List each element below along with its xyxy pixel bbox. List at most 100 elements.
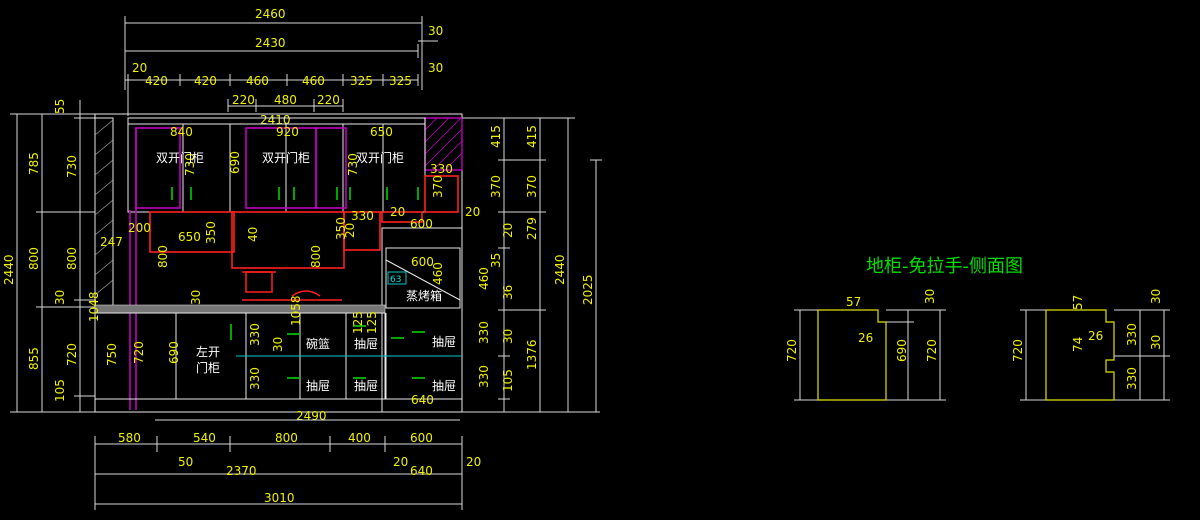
dim-600b: 600	[411, 255, 434, 269]
dim-upper-w2: 420	[194, 74, 217, 88]
dim-800b: 800	[309, 245, 323, 268]
label-double-door-2: 双开门柜	[262, 150, 310, 165]
dim-20b: 20	[390, 205, 405, 219]
dim-left-720: 720	[65, 343, 79, 366]
dim-left-105: 105	[53, 379, 67, 402]
dim-2490: 2490	[296, 409, 327, 423]
dim-460: 460	[431, 262, 445, 285]
side2-dim-26: 26	[1088, 329, 1103, 343]
dim-800a: 800	[156, 245, 170, 268]
dim-720: 720	[132, 341, 146, 364]
dim-247: 247	[100, 235, 123, 249]
side2-dim-330a: 330	[1125, 323, 1139, 346]
dim-30a: 30	[189, 290, 203, 305]
dim-bottom-w4: 400	[348, 431, 371, 445]
side2-dim-30b: 30	[1149, 335, 1163, 350]
label-drawer-3: 抽屉	[306, 379, 330, 393]
side1-dim-720b: 720	[925, 339, 939, 362]
label-marker-63: 63	[390, 275, 401, 285]
dim-bottom-w1: 580	[118, 431, 141, 445]
left-dimension-chains: 2440 785 800 855 55 730 800 30 720 105	[2, 99, 95, 413]
dim-730b: 730	[346, 153, 360, 176]
dim-640: 640	[411, 393, 434, 407]
dim-r-35: 35	[489, 253, 503, 268]
dim-upper-w1: 420	[145, 74, 168, 88]
dim-r-36: 36	[501, 285, 515, 300]
dim-bottom-2370: 2370	[226, 464, 257, 478]
top-dimension-chains: 2460 2430 30 20 420 420 460 460 325 325 …	[124, 7, 443, 127]
dim-30-b: 30	[428, 61, 443, 75]
dim-left-800a: 800	[27, 247, 41, 270]
dim-r-105: 105	[501, 369, 515, 392]
dim-bottom-w5: 600	[410, 431, 433, 445]
dim-bottom-20a: 20	[393, 455, 408, 469]
dim-330b: 330	[351, 209, 374, 223]
dim-20a: 20	[343, 223, 357, 238]
interior-dimensions: 840 920 650 730 690 730 330 370 200 650 …	[87, 125, 480, 423]
dim-bottom-w3: 800	[275, 431, 298, 445]
dim-125b: 125	[365, 311, 379, 334]
side2-dim-30a: 30	[1149, 289, 1163, 304]
dim-350b: 350	[334, 217, 348, 240]
dim-r-30: 30	[501, 329, 515, 344]
dim-125a: 125	[351, 311, 365, 334]
dim-r-330a: 330	[477, 321, 491, 344]
component-labels: 双开门柜 双开门柜 双开门柜 蒸烤箱 左开 门柜 碗篮 抽屉 抽屉 抽屉 抽屉 …	[156, 150, 456, 393]
side1-dim-30: 30	[923, 289, 937, 304]
dim-920: 920	[276, 125, 299, 139]
side2-dim-330b: 330	[1125, 367, 1139, 390]
dim-20-top: 20	[132, 61, 147, 75]
side2-dim-57: 57	[1071, 295, 1085, 310]
dim-r-1376: 1376	[525, 339, 539, 370]
dim-hood-w3: 220	[317, 93, 340, 107]
dim-r-415b: 415	[525, 125, 539, 148]
dim-upper-w6: 325	[389, 74, 412, 88]
dim-r-2440: 2440	[553, 254, 567, 285]
side1-dim-720: 720	[785, 339, 799, 362]
dim-350a: 350	[204, 221, 218, 244]
side-view-2: 720 57 26 74 30 330 30 330	[1011, 289, 1170, 401]
pot-icon	[242, 271, 342, 301]
dim-upper-w5: 325	[350, 74, 373, 88]
dim-r-370b: 370	[525, 175, 539, 198]
dim-30b: 30	[271, 337, 285, 352]
bottom-dimension-chains: 580 540 800 400 600 50 2370 20 640 20 30…	[94, 431, 481, 510]
dim-bottom-w2: 540	[193, 431, 216, 445]
dim-left-800b: 800	[65, 247, 79, 270]
side-view-1: 720 57 26 30 690 720	[785, 289, 946, 401]
dim-r-20a: 20	[501, 223, 515, 238]
dim-left-2440: 2440	[2, 254, 16, 285]
dim-1048: 1048	[87, 291, 101, 322]
dim-r-415a: 415	[489, 125, 503, 148]
dim-bottom-3010: 3010	[264, 491, 295, 505]
dim-840: 840	[170, 125, 193, 139]
dim-bottom-640: 640	[410, 464, 433, 478]
side1-dim-26: 26	[858, 331, 873, 345]
dim-600a: 600	[410, 217, 433, 231]
right-dimension-chains: 415 370 20 35 460 36 330 30 330 105 415 …	[462, 117, 602, 413]
dim-left-55: 55	[53, 99, 67, 114]
dim-650b: 650	[178, 230, 201, 244]
dim-r-279: 279	[525, 217, 539, 240]
dim-left-855: 855	[27, 347, 41, 370]
dim-2430: 2430	[255, 36, 286, 50]
dim-1058: 1058	[289, 295, 303, 326]
dim-20c: 20	[465, 205, 480, 219]
label-left-door-2: 门柜	[196, 360, 220, 375]
side1-dim-57: 57	[846, 295, 861, 309]
dim-r-2025: 2025	[581, 274, 595, 305]
dim-r-330b: 330	[477, 365, 491, 388]
dim-bottom-50: 50	[178, 455, 193, 469]
label-oven: 蒸烤箱	[406, 288, 442, 303]
dim-hood-w2: 480	[274, 93, 297, 107]
dim-left-30: 30	[53, 290, 67, 305]
dim-bottom-20b: 20	[466, 455, 481, 469]
dim-650a: 650	[370, 125, 393, 139]
dim-330a: 330	[430, 162, 453, 176]
side2-dim-74: 74	[1071, 337, 1085, 352]
label-drawer-1: 抽屉	[354, 337, 378, 351]
label-drawer-4: 抽屉	[354, 379, 378, 393]
dim-hood-w1: 220	[232, 93, 255, 107]
label-bowl-basket: 碗篮	[306, 336, 330, 351]
